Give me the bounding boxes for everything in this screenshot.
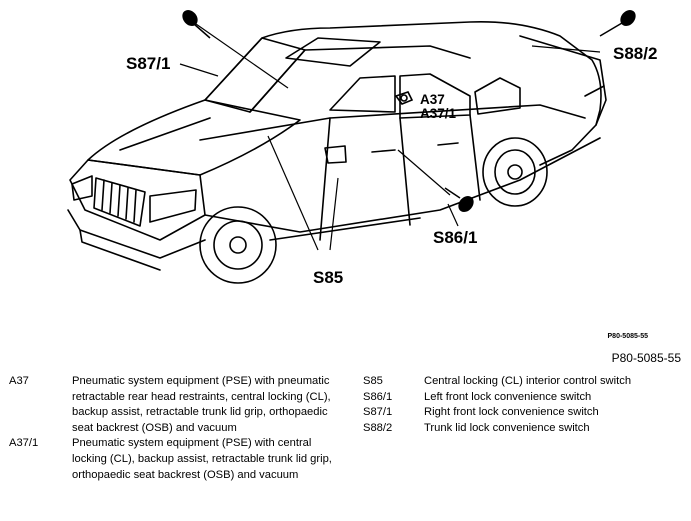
leader-lines: [179, 23, 601, 251]
legend-row-s85: S85 Central locking (CL) interior contro…: [363, 374, 683, 390]
front-wheel: [199, 206, 277, 284]
key-icon-s88-2: [599, 10, 636, 37]
callout-a37: A37: [420, 92, 445, 107]
legend-left: A37 Pneumatic system equipment (PSE) wit…: [9, 374, 349, 483]
callout-a37-1: A37/1: [420, 106, 457, 121]
legend-code: A37: [9, 375, 29, 387]
legend-code: S86/1: [363, 390, 393, 403]
legend-right: S85 Central locking (CL) interior contro…: [363, 374, 683, 436]
rear-wheel: [482, 137, 548, 207]
legend-row-a37: A37 Pneumatic system equipment (PSE) wit…: [9, 374, 349, 436]
legend-description: Pneumatic system equipment (PSE) with ce…: [72, 437, 332, 481]
callout-s86-1: S86/1: [433, 228, 477, 247]
legend-code: S87/1: [363, 406, 393, 419]
legend-row-s88-2: S88/2 Trunk lid lock convenience switch: [363, 421, 683, 437]
key-icon-s86-1: [444, 187, 474, 212]
legend-row-a37-1: A37/1 Pneumatic system equipment (PSE) w…: [9, 436, 349, 483]
car-locking-diagram: S87/1 S88/2 A37 A37/1 S86/1 S85: [67, 10, 657, 287]
legend-description: Pneumatic system equipment (PSE) with pn…: [72, 375, 331, 434]
legend-row-s87-1: S87/1 Right front lock convenience switc…: [363, 405, 683, 421]
callout-s85: S85: [313, 268, 343, 287]
legend-code: A37/1: [9, 437, 39, 450]
legend-code: S88/2: [363, 421, 393, 434]
legend-row-s86-1: S86/1 Left front lock convenience switch: [363, 390, 683, 406]
legend-description: Central locking (CL) interior control sw…: [424, 375, 632, 387]
car-body: [67, 20, 607, 271]
figure-code: P80-5085-55: [611, 351, 681, 365]
small-figure-code: P80-5085-55: [607, 333, 648, 340]
pneumatic-unit-icon: [394, 91, 414, 105]
callout-s87-1: S87/1: [126, 54, 170, 73]
legend-description: Left front lock convenience switch: [424, 390, 592, 403]
callout-s88-2: S88/2: [613, 44, 657, 63]
legend-code: S85: [363, 375, 383, 387]
legend-description: Right front lock convenience switch: [424, 406, 599, 419]
legend-description: Trunk lid lock convenience switch: [424, 421, 590, 434]
key-icon-s87-1: [182, 10, 211, 39]
